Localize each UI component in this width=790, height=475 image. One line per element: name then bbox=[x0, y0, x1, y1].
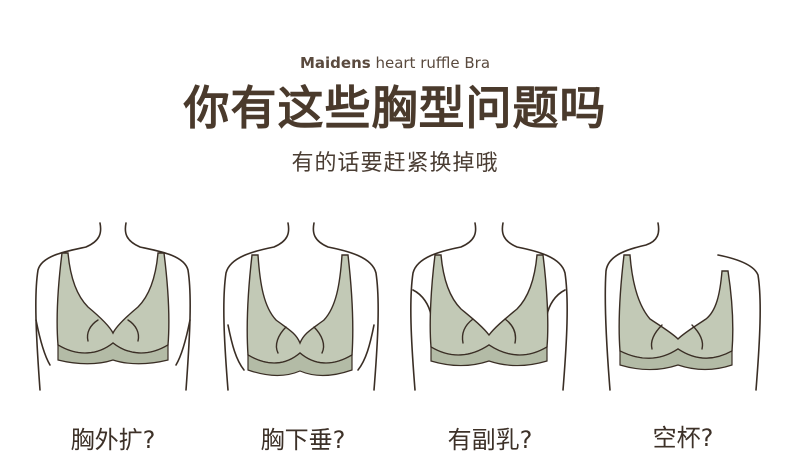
bust-illustration-wide-set bbox=[35, 222, 191, 391]
bust-illustration-side-fat bbox=[410, 222, 568, 391]
bra-shape bbox=[56, 252, 170, 354]
bust-illustration-sagging bbox=[223, 222, 379, 391]
bust-illustration-empty-cup bbox=[604, 222, 761, 391]
figure-wide-set bbox=[28, 215, 198, 400]
figure-empty-cup bbox=[598, 215, 768, 400]
figure-sagging bbox=[218, 215, 388, 400]
caption-sagging: 胸下垂? bbox=[260, 426, 346, 454]
brand-name: Maidens bbox=[299, 54, 371, 72]
page-subtitle: 有的话要赶紧换掉哦 bbox=[291, 151, 499, 176]
brand-tagline: heart ruffle Bra bbox=[370, 54, 491, 72]
brand-line: Maidens heart ruffle Bra bbox=[0, 54, 790, 72]
caption-side-fat: 有副乳? bbox=[447, 426, 533, 454]
caption-wide-set: 胸外扩? bbox=[70, 426, 156, 454]
caption-empty-cup: 空杯? bbox=[652, 424, 714, 452]
page-title: 你有这些胸型问题吗 bbox=[183, 81, 607, 135]
figure-side-fat bbox=[405, 215, 575, 400]
